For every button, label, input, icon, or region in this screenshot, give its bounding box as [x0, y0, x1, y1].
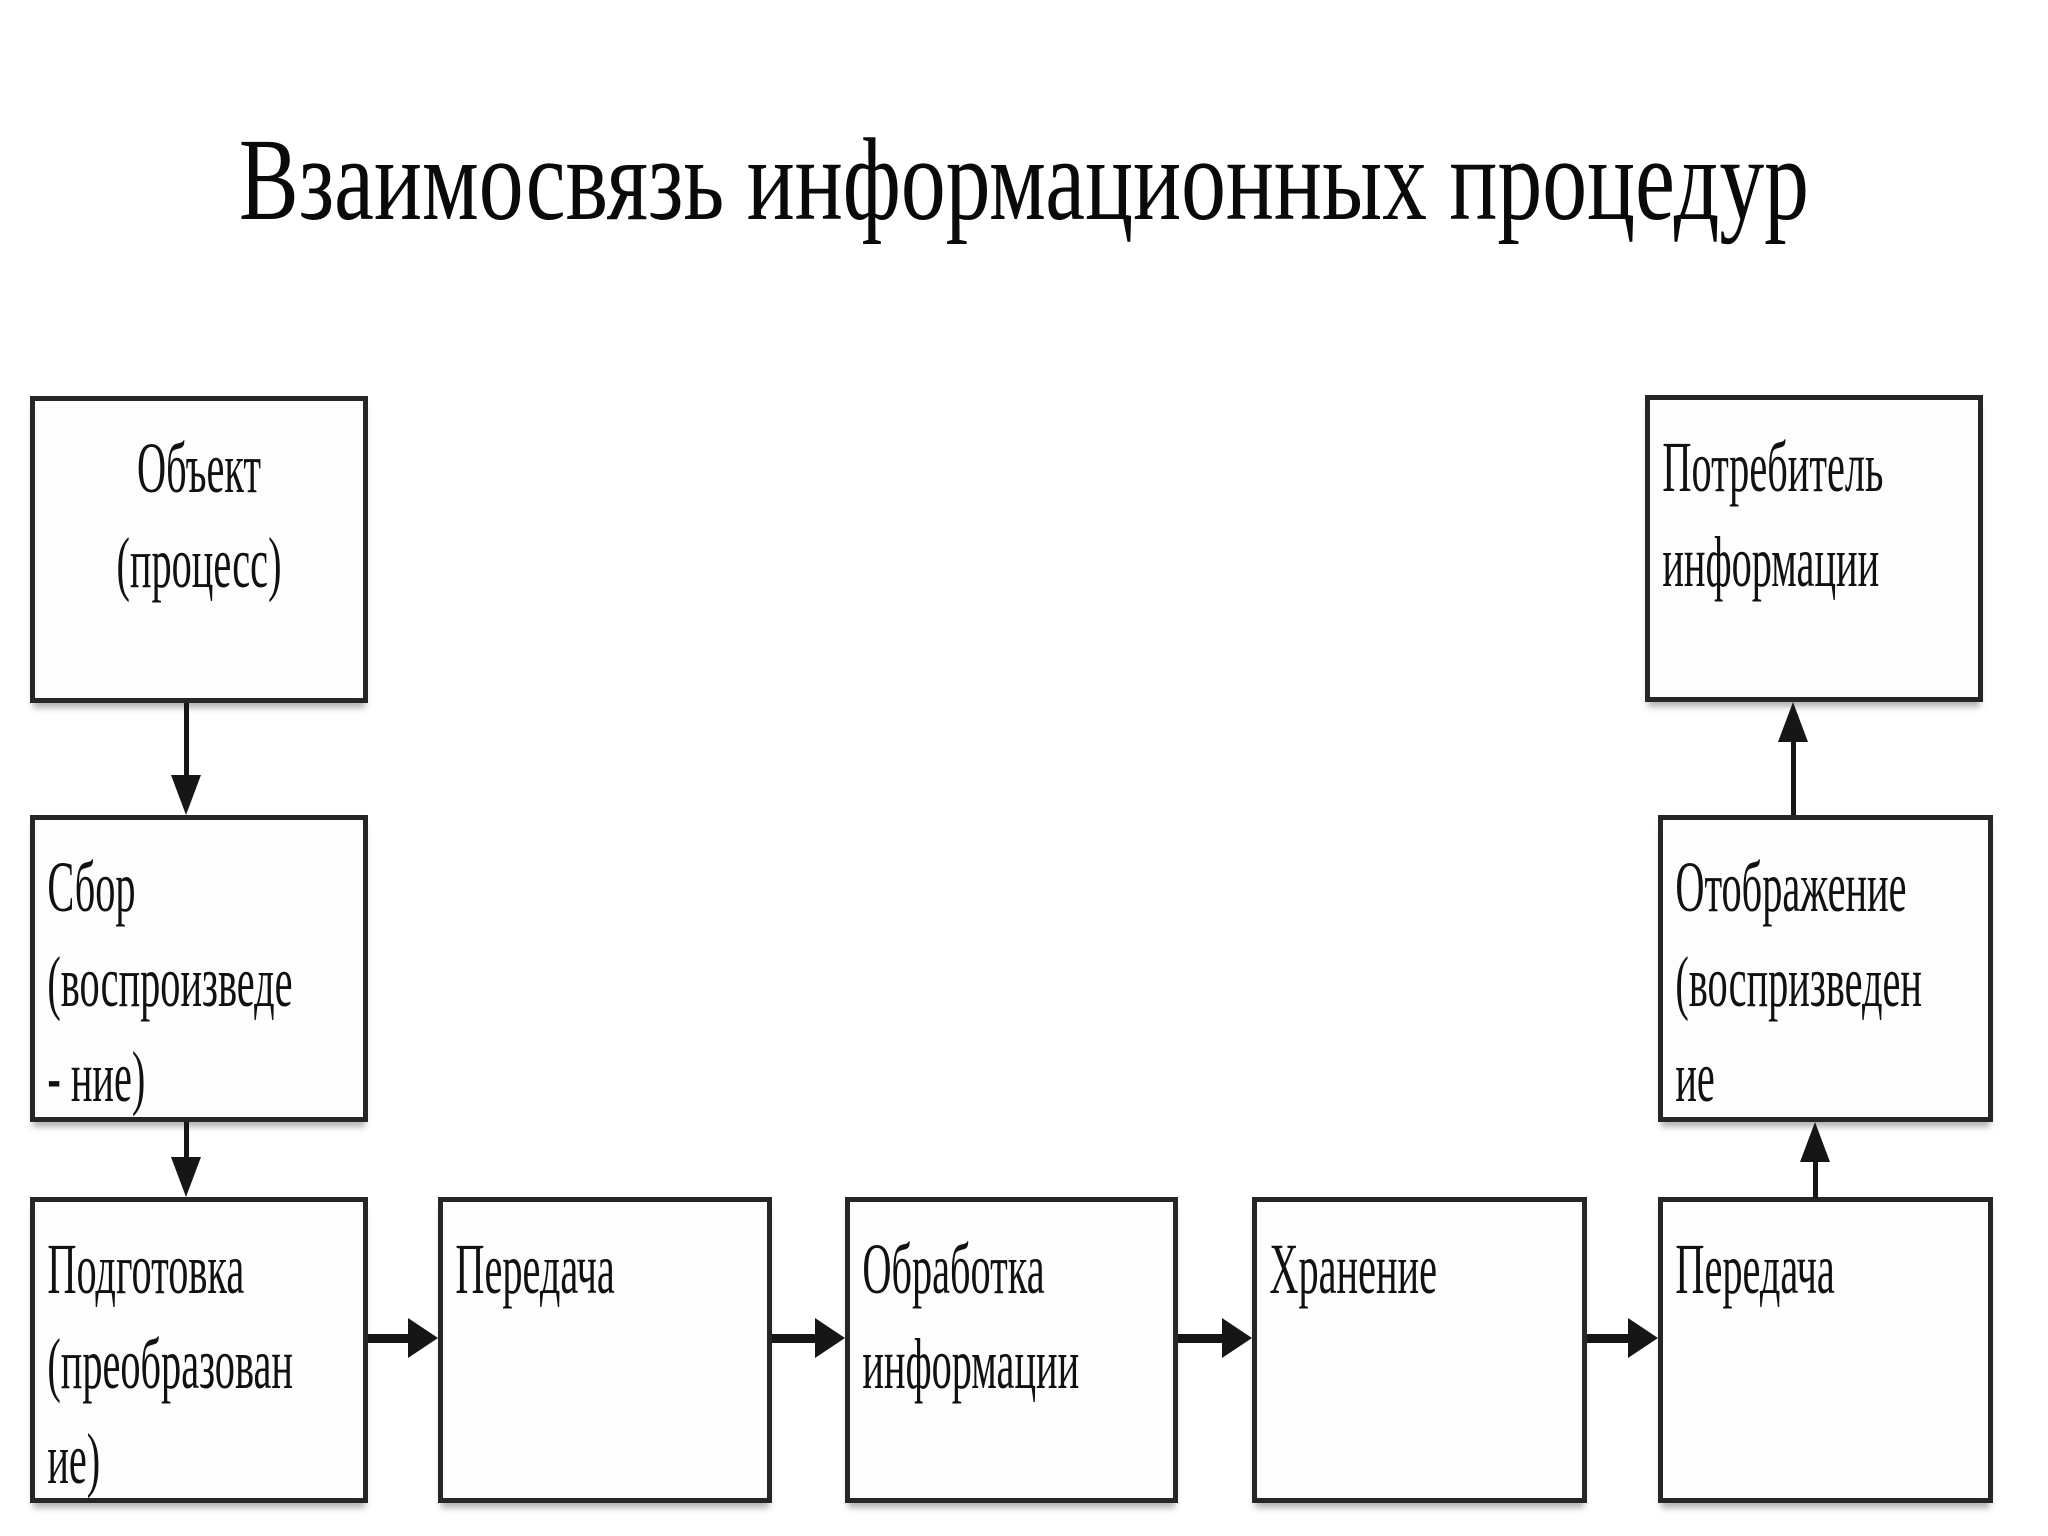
node-text-line: (воспризведен	[1675, 942, 1922, 1022]
arrow-collection-to-preparation	[184, 1122, 189, 1167]
node-text-line: Отображение	[1675, 847, 1907, 927]
node-storage: Хранение	[1252, 1197, 1587, 1503]
node-text-line: Сбор	[47, 847, 136, 927]
arrowhead-down-icon	[171, 775, 201, 815]
arrowhead-down-icon	[171, 1157, 201, 1197]
node-object-label: Объект (процесс)	[107, 401, 291, 611]
node-display: Отображение (воспризведен ие	[1658, 815, 1993, 1122]
node-text-line: Передача	[455, 1229, 615, 1309]
arrowhead-up-icon	[1778, 702, 1808, 742]
node-text-line: Объект	[136, 428, 262, 508]
arrow-transfer-2-to-display	[1813, 1158, 1818, 1198]
arrowhead-up-icon	[1800, 1122, 1830, 1162]
node-text-line: Подготовка	[47, 1229, 245, 1309]
node-transfer-2-label: Передача	[1663, 1202, 1845, 1317]
node-text-line: ие)	[47, 1419, 101, 1499]
node-consumer-label: Потребитель информации	[1650, 400, 1884, 610]
node-consumer: Потребитель информации	[1645, 395, 1983, 702]
node-text-line: Хранение	[1269, 1229, 1438, 1309]
title-row: Взаимосвязь информационных процедур	[0, 118, 2048, 242]
node-text-line: - ние)	[47, 1037, 146, 1117]
node-text-line: (преобразован	[47, 1324, 293, 1404]
node-text-line: Потребитель	[1662, 427, 1884, 507]
node-processing: Обработка информации	[845, 1197, 1178, 1503]
arrowhead-right-icon	[408, 1318, 438, 1358]
arrow-display-to-consumer	[1791, 738, 1796, 815]
node-processing-label: Обработка информации	[850, 1202, 1080, 1412]
arrow-storage-to-transfer-2	[1587, 1334, 1632, 1343]
arrowhead-right-icon	[1222, 1318, 1252, 1358]
arrow-processing-to-storage	[1178, 1334, 1226, 1343]
arrowhead-right-icon	[1628, 1318, 1658, 1358]
node-display-label: Отображение (воспризведен ие	[1663, 820, 1922, 1125]
node-text-line: Обработка	[862, 1229, 1045, 1309]
node-object: Объект (процесс)	[30, 396, 368, 703]
arrow-preparation-to-transfer-1	[368, 1334, 413, 1343]
node-collection: Сбор (воспроизведе - ние)	[30, 815, 368, 1122]
node-transfer-2: Передача	[1658, 1197, 1993, 1503]
node-collection-label: Сбор (воспроизведе - ние)	[35, 820, 293, 1125]
node-text-line: информации	[1662, 522, 1880, 602]
node-text-line: Передача	[1675, 1229, 1835, 1309]
node-text-line: (воспроизведе	[47, 942, 293, 1022]
node-text-line: (процесс)	[116, 523, 282, 603]
node-preparation: Подготовка (преобразован ие)	[30, 1197, 368, 1503]
node-transfer-1: Передача	[438, 1197, 772, 1503]
node-preparation-label: Подготовка (преобразован ие)	[35, 1202, 293, 1507]
node-text-line: информации	[862, 1324, 1080, 1404]
node-text-line: ие	[1675, 1037, 1715, 1117]
page-title: Взаимосвязь информационных процедур	[238, 114, 1810, 245]
arrow-transfer-1-to-processing	[772, 1334, 820, 1343]
arrowhead-right-icon	[815, 1318, 845, 1358]
arrow-object-to-collection	[184, 703, 189, 783]
node-transfer-1-label: Передача	[443, 1202, 624, 1317]
node-storage-label: Хранение	[1257, 1202, 1439, 1317]
